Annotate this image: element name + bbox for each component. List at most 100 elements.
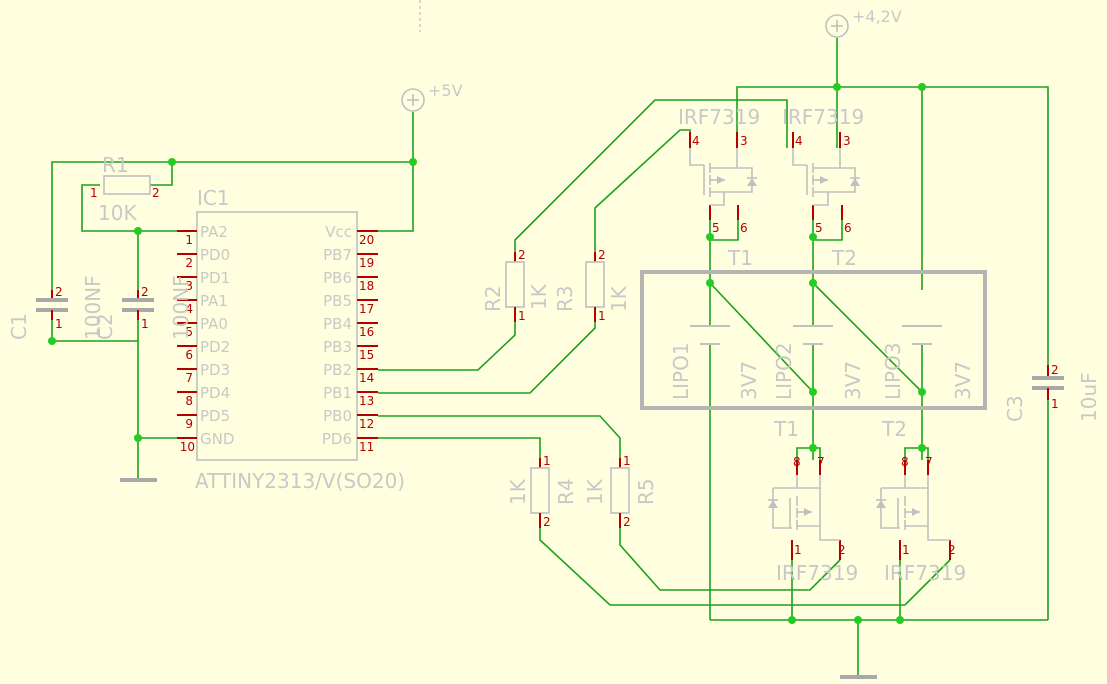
ic1-part: ATTINY2313/V(SO20): [195, 469, 405, 493]
ic1-pin-number: 2: [185, 256, 193, 270]
ic1-pin-name: Vcc: [325, 223, 352, 241]
r5-name: R5: [634, 478, 658, 505]
ic1-pin-name: PB5: [323, 292, 352, 310]
r1-pin2: 2: [152, 186, 160, 200]
ic1-pin-name: PB7: [323, 246, 352, 264]
battery-name: LIPO2: [772, 342, 796, 400]
ic1-left-pins: 1 2 3 4 5 6 7 8 9 10 PA2 PD0 PD1 PA1 PA0…: [177, 223, 234, 454]
mosfet-top-1-name: IRF7319: [678, 105, 760, 129]
c1-name: C1: [7, 313, 31, 340]
r5-pin2: 2: [623, 515, 631, 529]
resistor-r4: 1 2 1K R4: [506, 454, 578, 529]
mosfet-top-1: IRF7319 4 3 5 6: [678, 105, 760, 235]
capacitor-c2: 2 1 C2 100NF: [93, 275, 193, 340]
r3-pin2: 2: [598, 248, 606, 262]
ic1-pin-name: PB0: [323, 407, 352, 425]
ic1-pin-name: PA2: [200, 223, 228, 241]
resistor-r5: 1 2 1K R5: [583, 454, 658, 529]
r1-name: R1: [102, 153, 129, 177]
fet-pin: 7: [817, 455, 825, 469]
battery-lipo3: LIPO3 3V7: [881, 325, 975, 400]
ic1-pin-name: PB6: [323, 269, 352, 287]
ic1-pin-number: 1: [185, 233, 193, 247]
fet-pin: 1: [794, 543, 802, 557]
ic1-pin-name: PD2: [200, 338, 230, 356]
ic1-pin-number: 20: [359, 233, 374, 247]
ic1-pin-name: PD1: [200, 269, 230, 287]
ic1-pin-name: PB4: [323, 315, 352, 333]
ic1-pin-number: 19: [359, 256, 374, 270]
ic1-pin-number: 3: [185, 279, 193, 293]
ic1-pin-number: 15: [359, 348, 374, 362]
ic1-pin-number: 8: [185, 394, 193, 408]
wires: [51, 38, 1049, 675]
mosfet-top-2: IRF7319 4 3 5 6: [782, 105, 864, 235]
supply-42v-label: +4,2V: [852, 7, 902, 26]
ic1-pin-name: PD5: [200, 407, 230, 425]
battery-value: 3V7: [737, 361, 761, 400]
fet-pin: 3: [843, 134, 851, 148]
ic1-pin-number: 9: [185, 417, 193, 431]
fet-pin: 8: [793, 455, 801, 469]
resistor-r3: 2 1 R3 1K: [553, 248, 631, 323]
ic1-pin-number: 14: [359, 371, 374, 385]
r1-value: 10K: [98, 201, 137, 225]
ic1-pin-number: 5: [185, 325, 193, 339]
fet-pin: 2: [838, 543, 846, 557]
c2-pin2: 2: [141, 285, 149, 299]
ic1-pin-name: PD4: [200, 384, 230, 402]
net-label-t1-bottom: T1: [773, 417, 799, 441]
battery-value: 3V7: [841, 361, 865, 400]
supply-5v: +5V: [401, 81, 463, 112]
battery-lipo1: LIPO1 3V7: [669, 325, 761, 400]
ic1-pin-number: 7: [185, 371, 193, 385]
supply-42v: +4,2V: [825, 7, 902, 38]
ic1-pin-name: PD0: [200, 246, 230, 264]
c3-pin2: 2: [1051, 363, 1059, 377]
ic1-pin-name: PA0: [200, 315, 228, 333]
fet-pin: 6: [844, 221, 852, 235]
ic1-pin-name: PA1: [200, 292, 228, 310]
ic1-pin-name: PB3: [323, 338, 352, 356]
r2-pin2: 2: [518, 248, 526, 262]
r4-pin1: 1: [543, 454, 551, 468]
fet-pin: 5: [815, 221, 823, 235]
ic1-pin-number: 18: [359, 279, 374, 293]
capacitor-c3: 2 1 C3 10uF: [1003, 363, 1101, 422]
battery-pack-outline: [640, 270, 987, 410]
battery-name: LIPO3: [881, 342, 905, 400]
ic1-pin-number: 12: [359, 417, 374, 431]
ic1-pin-number: 4: [185, 302, 193, 316]
battery-name: LIPO1: [669, 342, 693, 400]
fet-pin: 1: [902, 543, 910, 557]
ic1-pin-name: GND: [200, 430, 234, 448]
ic1-pin-number: 17: [359, 302, 374, 316]
mosfet-bottom-2-name: IRF7319: [884, 561, 966, 585]
ic1: IC1 ATTINY2313/V(SO20) 1 2 3 4 5 6 7 8 9…: [177, 186, 405, 493]
r4-value: 1K: [506, 478, 530, 505]
ic1-pin-number: 13: [359, 394, 374, 408]
junctions: [48, 83, 926, 624]
supply-5v-label: +5V: [428, 81, 463, 100]
ic1-right-pins: 20 19 18 17 16 15 14 13 12 11 Vcc PB7 PB…: [322, 223, 378, 454]
r5-pin1: 1: [623, 454, 631, 468]
r4-name: R4: [554, 478, 578, 505]
c2-value: 100NF: [169, 275, 193, 340]
mosfet-bottom-2: 8 7 1 2 IRF7319: [876, 455, 966, 585]
fet-pin: 4: [795, 134, 803, 148]
fet-pin: 4: [692, 134, 700, 148]
c3-value: 10uF: [1077, 372, 1101, 422]
r4-pin2: 2: [543, 515, 551, 529]
r2-pin1: 1: [518, 309, 526, 323]
ic1-name: IC1: [197, 186, 230, 210]
resistor-r2: 2 1 R2 1K: [481, 248, 551, 323]
c1-pin2: 2: [55, 285, 63, 299]
fet-pin: 5: [712, 221, 720, 235]
fet-pin: 8: [901, 455, 909, 469]
ic1-pin-name: PB2: [323, 361, 352, 379]
net-label-t1-top: T1: [727, 246, 753, 270]
fet-pin: 3: [740, 134, 748, 148]
ic1-pin-number: 16: [359, 325, 374, 339]
r5-value: 1K: [583, 478, 607, 505]
r3-pin1: 1: [598, 309, 606, 323]
